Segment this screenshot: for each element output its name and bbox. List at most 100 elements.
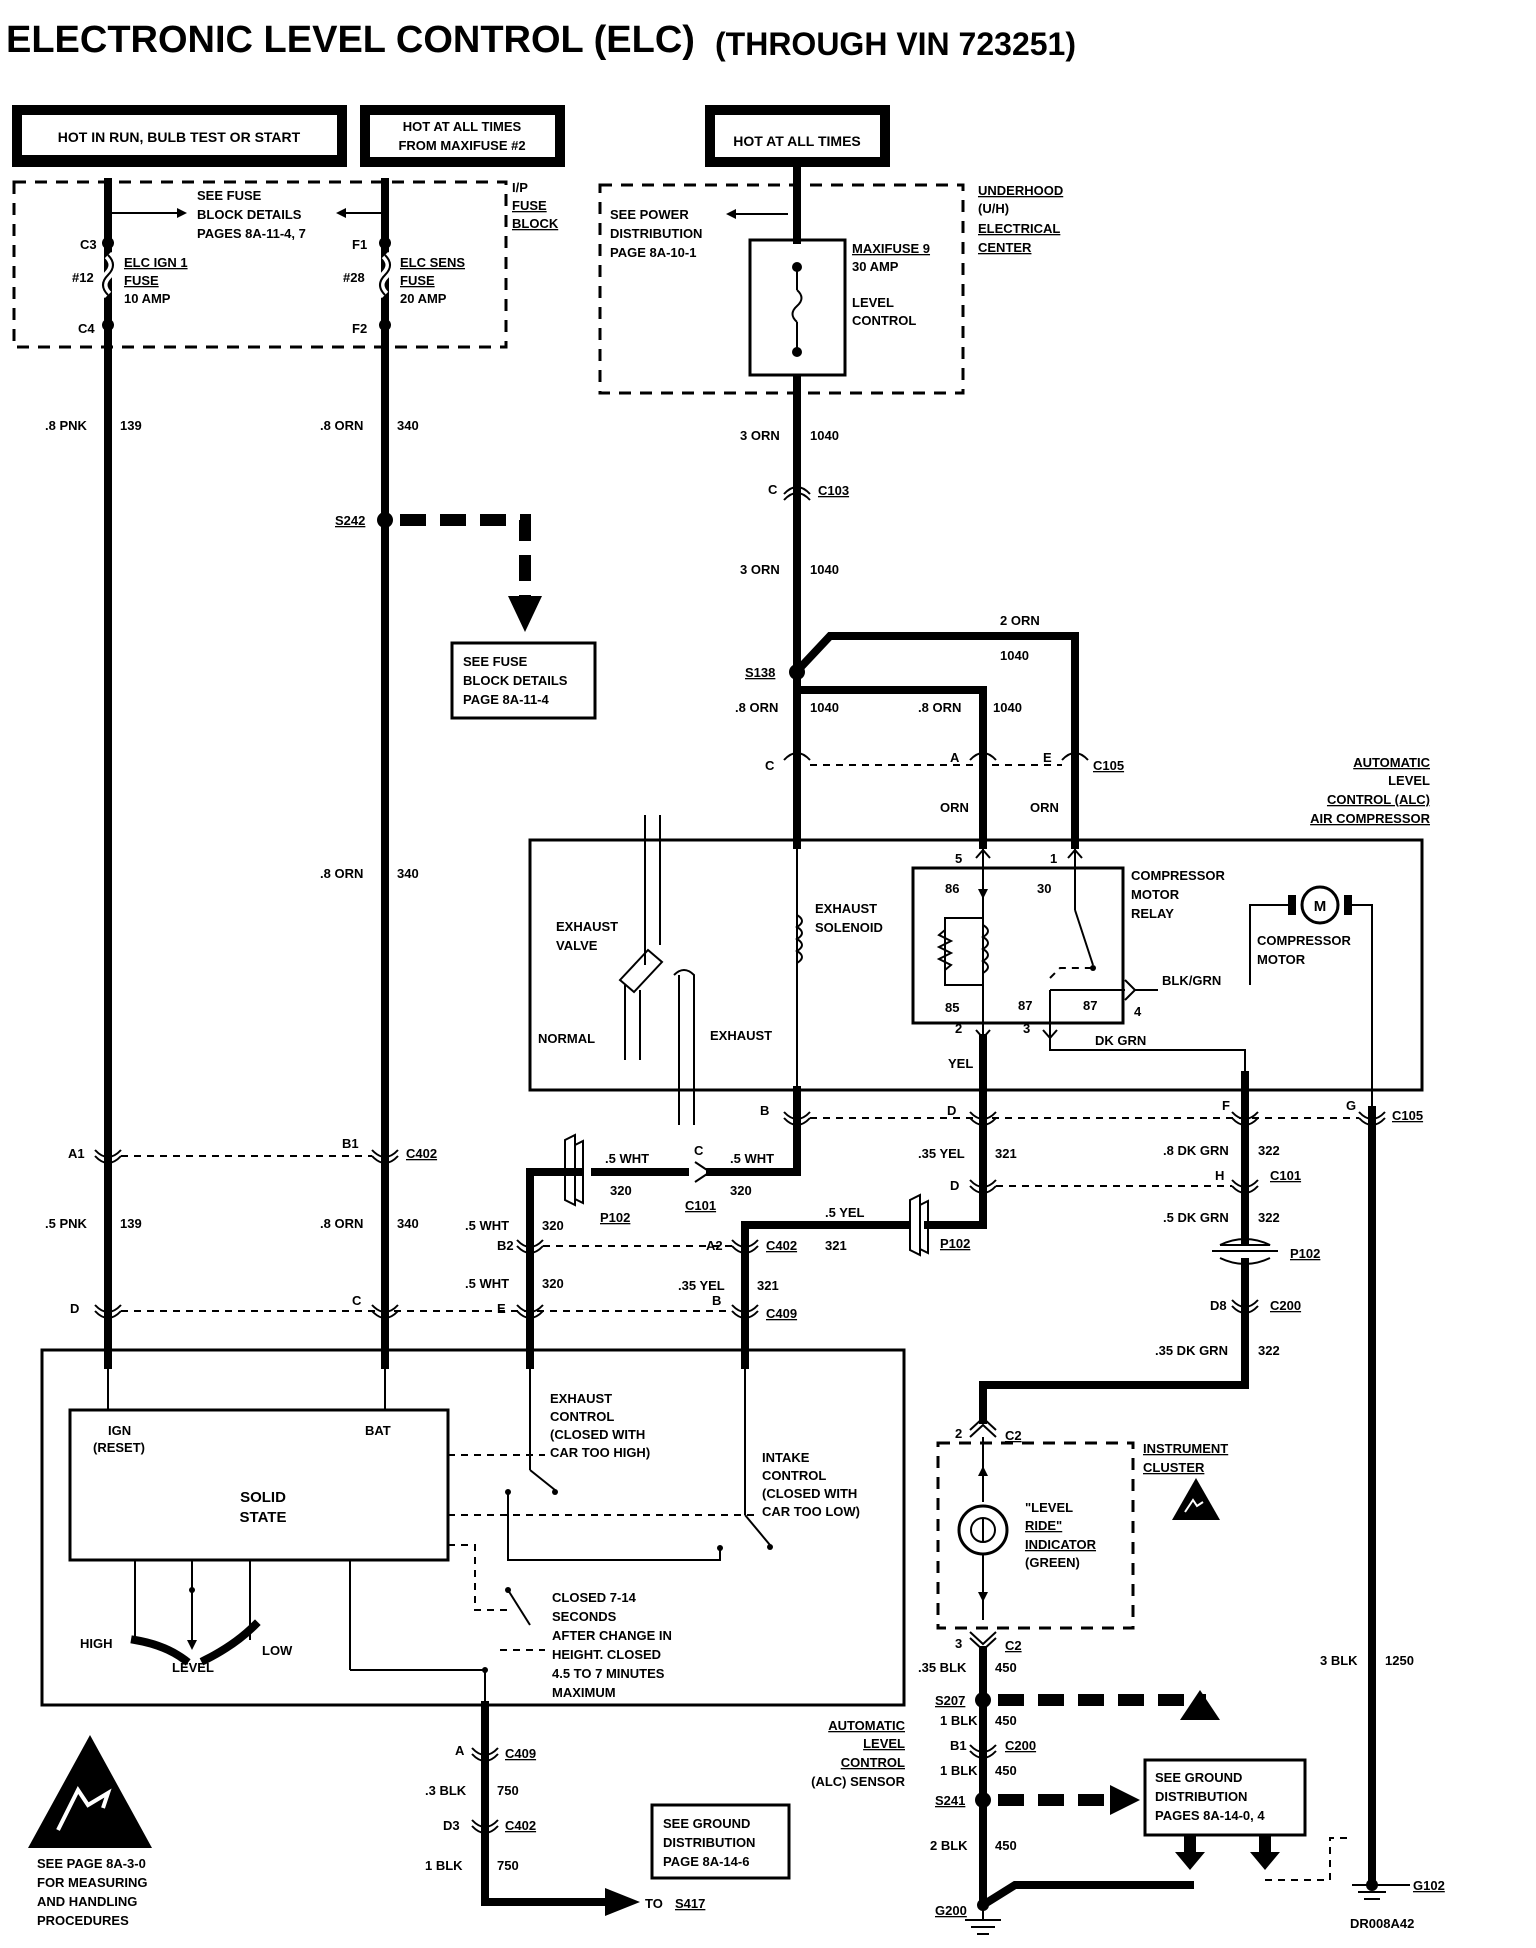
svg-text:B: B — [760, 1103, 769, 1118]
svg-text:HIGH: HIGH — [80, 1636, 113, 1651]
svg-text:87: 87 — [1083, 998, 1097, 1013]
svg-text:F1: F1 — [352, 237, 367, 252]
svg-text:I/P: I/P — [512, 180, 528, 195]
svg-text:.35 YEL: .35 YEL — [918, 1146, 965, 1161]
svg-text:AUTOMATIC: AUTOMATIC — [828, 1718, 905, 1733]
connector-c402-top: A1 B1 C402 — [68, 1136, 437, 1164]
svg-text:.35 DK GRN: .35 DK GRN — [1155, 1343, 1228, 1358]
svg-text:PROCEDURES: PROCEDURES — [37, 1913, 129, 1928]
svg-text:DISTRIBUTION: DISTRIBUTION — [663, 1835, 755, 1850]
svg-text:PAGE 8A-11-4: PAGE 8A-11-4 — [463, 692, 550, 707]
svg-text:D: D — [70, 1301, 79, 1316]
svg-text:LOW: LOW — [262, 1643, 293, 1658]
svg-text:1040: 1040 — [810, 428, 839, 443]
svg-text:322: 322 — [1258, 1143, 1280, 1158]
connector-c105-top: C A E C105 — [765, 750, 1124, 773]
svg-text:BLOCK DETAILS: BLOCK DETAILS — [463, 673, 568, 688]
svg-text:.5 WHT: .5 WHT — [465, 1218, 509, 1233]
svg-text:450: 450 — [995, 1660, 1017, 1675]
svg-text:C402: C402 — [766, 1238, 797, 1253]
svg-text:85: 85 — [945, 1000, 959, 1015]
svg-text:D: D — [950, 1178, 959, 1193]
svg-text:HOT AT ALL TIMES: HOT AT ALL TIMES — [733, 133, 861, 149]
wire-1040: 3 ORN 1040 3 ORN 1040 2 ORN 1040 S138 .8… — [735, 374, 1079, 849]
svg-text:MOTOR: MOTOR — [1257, 952, 1306, 967]
esd-warning-icon — [28, 1735, 152, 1848]
svg-text:87: 87 — [1018, 998, 1032, 1013]
svg-text:2 ORN: 2 ORN — [1000, 613, 1040, 628]
svg-text:5: 5 — [955, 851, 962, 866]
svg-text:C101: C101 — [1270, 1168, 1301, 1183]
svg-text:A2: A2 — [706, 1238, 723, 1253]
svg-text:(RESET): (RESET) — [93, 1440, 145, 1455]
svg-text:.8 PNK: .8 PNK — [45, 418, 88, 433]
connector-c200-right: D8 C200 — [1210, 1298, 1301, 1314]
compressor-motor: M COMPRESSOR MOTOR — [1249, 885, 1373, 1110]
connector-c103: C C103 — [768, 482, 849, 501]
svg-text:STATE: STATE — [240, 1509, 287, 1526]
power-box-run: HOT IN RUN, BULB TEST OR START — [12, 105, 347, 167]
wire-450: .35 BLK 450 S207 1 BLK 450 B1 C200 1 BLK… — [918, 1646, 1194, 1911]
svg-text:1 BLK: 1 BLK — [425, 1858, 463, 1873]
svg-text:SEE POWER: SEE POWER — [610, 207, 689, 222]
svg-text:EXHAUST: EXHAUST — [556, 919, 618, 934]
svg-text:3 ORN: 3 ORN — [740, 562, 780, 577]
svg-text:340: 340 — [397, 418, 419, 433]
svg-text:BLOCK DETAILS: BLOCK DETAILS — [197, 207, 302, 222]
svg-text:S138: S138 — [745, 665, 775, 680]
wire-322: .8 DK GRN 322 .5 DK GRN 322 P102 .35 DK … — [979, 1126, 1320, 1424]
fuse-block-ref: SEE FUSE BLOCK DETAILS PAGE 8A-11-4 — [450, 641, 597, 720]
exhaust-valve: EXHAUST VALVE NORMAL EXHAUST — [538, 815, 772, 1125]
svg-text:750: 750 — [497, 1858, 519, 1873]
svg-text:COMPRESSOR: COMPRESSOR — [1131, 868, 1226, 883]
svg-text:D8: D8 — [1210, 1298, 1227, 1313]
svg-text:VALVE: VALVE — [556, 938, 598, 953]
footer-code: DR008A42 — [1350, 1916, 1414, 1931]
svg-text:.8 ORN: .8 ORN — [320, 418, 363, 433]
svg-text:AIR COMPRESSOR: AIR COMPRESSOR — [1310, 811, 1431, 826]
svg-text:139: 139 — [120, 418, 142, 433]
svg-text:10 AMP: 10 AMP — [124, 291, 171, 306]
svg-text:C: C — [768, 482, 778, 497]
svg-text:A: A — [455, 1743, 465, 1758]
svg-text:MOTOR: MOTOR — [1131, 887, 1180, 902]
level-sensor-arm: HIGH LEVEL LOW — [80, 1560, 293, 1675]
svg-text:.3 BLK: .3 BLK — [425, 1783, 467, 1798]
svg-text:ELECTRICAL: ELECTRICAL — [978, 221, 1060, 236]
svg-text:SOLENOID: SOLENOID — [815, 920, 883, 935]
svg-text:LEVEL: LEVEL — [1388, 773, 1430, 788]
svg-text:340: 340 — [397, 1216, 419, 1231]
svg-text:20 AMP: 20 AMP — [400, 291, 447, 306]
svg-text:AFTER CHANGE IN: AFTER CHANGE IN — [552, 1628, 672, 1643]
svg-text:C409: C409 — [766, 1306, 797, 1321]
svg-text:MAXIMUM: MAXIMUM — [552, 1685, 616, 1700]
svg-text:C: C — [352, 1293, 362, 1308]
svg-text:SEE PAGE 8A-3-0: SEE PAGE 8A-3-0 — [37, 1856, 146, 1871]
diagram-title: ELECTRONIC LEVEL CONTROL (ELC) — [6, 19, 695, 61]
connector-c105-bottom: B D F G C105 — [760, 1034, 1423, 1889]
svg-text:4.5 TO 7 MINUTES: 4.5 TO 7 MINUTES — [552, 1666, 665, 1681]
svg-text:CONTROL: CONTROL — [852, 313, 916, 328]
svg-text:NORMAL: NORMAL — [538, 1031, 595, 1046]
svg-text:G200: G200 — [935, 1903, 967, 1918]
connector-c409-top: D C E B C409 — [70, 1293, 797, 1321]
svg-text:F: F — [1222, 1098, 1230, 1113]
svg-text:RIDE": RIDE" — [1025, 1518, 1062, 1533]
svg-text:SEE GROUND: SEE GROUND — [663, 1816, 750, 1831]
svg-text:CONTROL: CONTROL — [762, 1468, 826, 1483]
esd-note: SEE PAGE 8A-3-0 FOR MEASURING AND HANDLI… — [37, 1856, 148, 1928]
wire-321: .35 YEL 321 .5 YEL 321 P102 .35 YEL 321 — [678, 1126, 1017, 1369]
svg-text:4: 4 — [1134, 1004, 1142, 1019]
timer-switch: CLOSED 7-14 SECONDS AFTER CHANGE IN HEIG… — [349, 1489, 723, 1720]
svg-text:CAR TOO LOW): CAR TOO LOW) — [762, 1504, 860, 1519]
svg-text:ORN: ORN — [1030, 800, 1059, 815]
svg-text:D: D — [947, 1103, 956, 1118]
svg-text:G: G — [1346, 1098, 1356, 1113]
svg-text:(U/H): (U/H) — [978, 201, 1009, 216]
svg-text:SEE FUSE: SEE FUSE — [463, 654, 528, 669]
power-box-hot: HOT AT ALL TIMES — [705, 105, 890, 167]
svg-text:P102: P102 — [600, 1210, 630, 1225]
svg-text:PAGES 8A-14-0, 4: PAGES 8A-14-0, 4 — [1155, 1808, 1265, 1823]
svg-text:E: E — [1043, 750, 1052, 765]
